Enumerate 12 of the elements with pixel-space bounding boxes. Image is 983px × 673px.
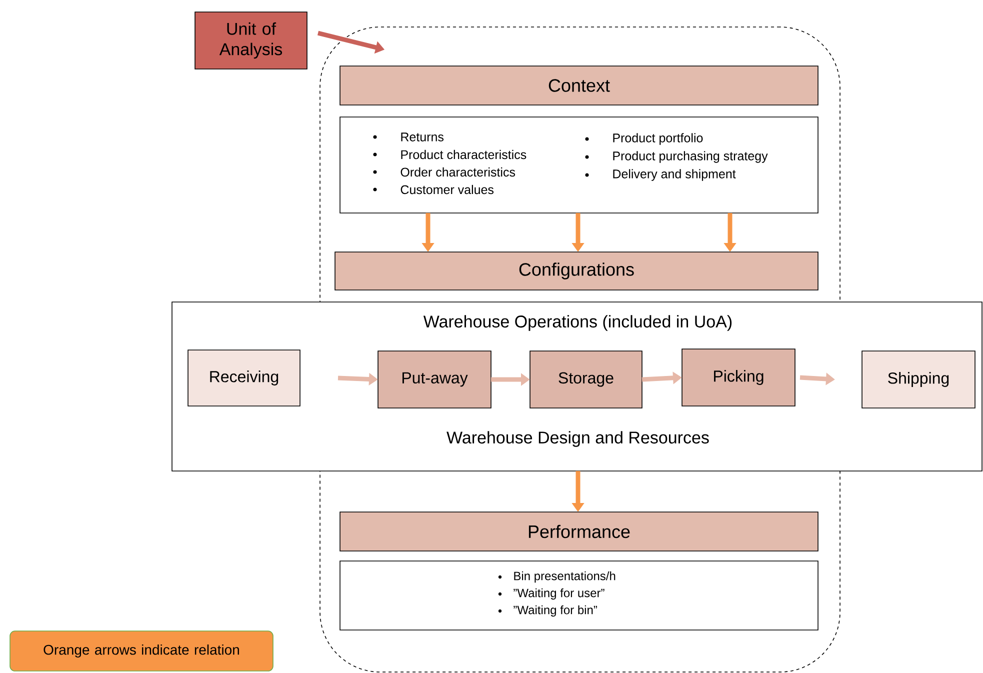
process-box: Put-away	[378, 350, 492, 408]
note-box: Orange arrows indicate relation	[10, 630, 274, 672]
unit-box: Unit of Analysis	[194, 12, 308, 70]
bullet-list-box: Returns Product characteristics Order characteristics Customer values Product portfolio Product purchasing strategy Delivery and shipment	[340, 116, 818, 214]
process-box: Storage	[530, 350, 642, 408]
heading-box: Performance	[340, 512, 818, 552]
bullet-list-box: Bin presentations/h ”Waiting for user” ”Waiting for bin”	[340, 560, 818, 630]
process-box: Shipping	[862, 350, 976, 408]
process-box: Picking	[682, 348, 796, 406]
heading-box: Context	[340, 66, 818, 106]
process-box: Receiving	[188, 350, 300, 406]
heading-box: Configurations	[334, 252, 818, 290]
